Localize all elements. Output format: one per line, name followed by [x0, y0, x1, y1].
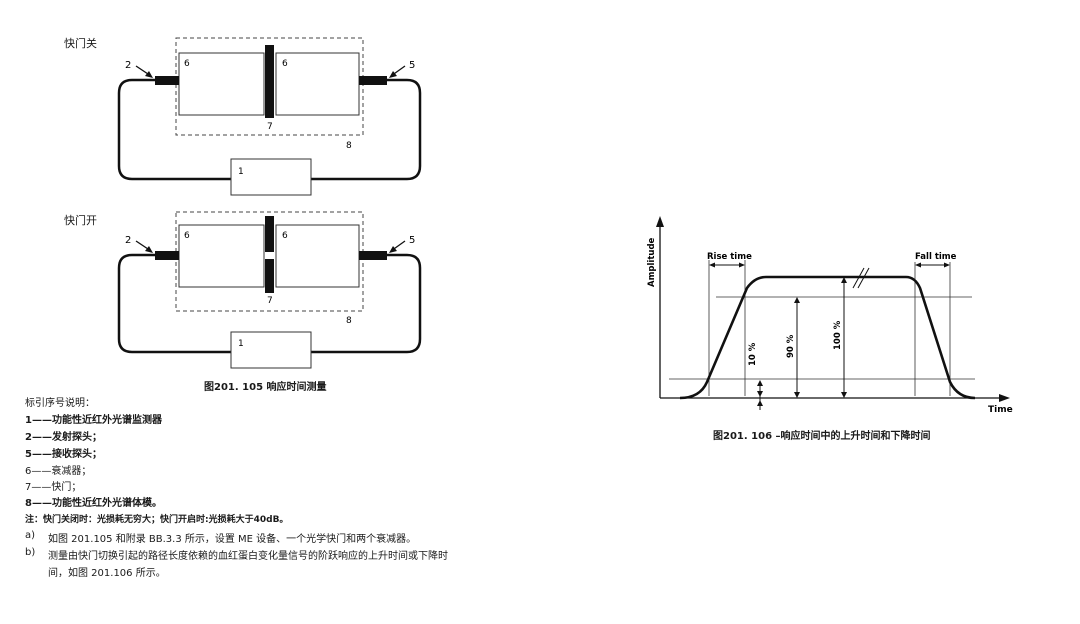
step-label-a: a) [25, 530, 36, 541]
callout-1: 1 [238, 339, 244, 349]
attenuator-right [275, 224, 360, 288]
legend-note: 注：快门关闭时：光损耗无穷大；快门开启时:光损耗大于40dB。 [25, 515, 289, 525]
label-shutter-open: 快门开 [64, 214, 97, 227]
receiver-probe [359, 251, 387, 260]
x-axis-label: Time [988, 405, 1013, 415]
axis-break-mark [852, 267, 865, 289]
attenuator-right [275, 52, 360, 116]
callout-1: 1 [238, 167, 244, 177]
callout-8: 8 [346, 141, 352, 151]
y-axis-label: Amplitude [647, 237, 657, 287]
callout-7: 7 [267, 296, 273, 306]
callout-5: 5 [409, 235, 415, 246]
callout-6-left: 6 [184, 231, 190, 241]
phantom-dashed-box [175, 211, 364, 312]
callout-2: 2 [125, 235, 131, 246]
diagram-shutter-closed: 6 6 7 8 1 2 5 [117, 37, 422, 196]
callout-8: 8 [346, 316, 352, 326]
legend-item: 7——快门； [25, 482, 82, 493]
step-response-curve [679, 275, 976, 400]
figure-105-caption: 图201. 105 响应时间测量 [204, 382, 327, 393]
legend-heading: 标引序号说明： [25, 398, 95, 409]
callout-6-right: 6 [282, 59, 288, 69]
figure-201-106: Amplitude Time Rise time Fall time 10 % … [647, 216, 1013, 415]
callout-7: 7 [267, 122, 273, 132]
figure-106-caption: 图201. 106 –响应时间中的上升时间和下降时间 [713, 431, 931, 442]
label-shutter-closed: 快门关 [64, 37, 97, 50]
callout-2: 2 [125, 60, 131, 71]
fiber-cable [117, 253, 422, 354]
emitter-probe [155, 76, 179, 85]
step-label-b: b) [25, 547, 36, 558]
label-100-percent: 100 % [833, 320, 843, 350]
fall-time-label: Fall time [915, 252, 957, 262]
legend-item: 8——功能性近红外光谱体模。 [25, 498, 162, 509]
step-text-a: 如图 201.105 和附录 BB.3.3 所示，设置 ME 设备、一个光学快门… [48, 534, 417, 545]
emitter-probe [155, 251, 179, 260]
legend-item: 6——衰减器； [25, 466, 92, 477]
y-axis-arrow [656, 216, 664, 227]
fiber-cable [117, 78, 422, 181]
callout-6-right: 6 [282, 231, 288, 241]
monitor-box [230, 331, 312, 369]
callout-5: 5 [409, 60, 415, 71]
legend-item: 5——接收探头； [25, 449, 102, 460]
x-axis-arrow [999, 394, 1010, 402]
rise-time-label: Rise time [707, 252, 752, 262]
step-text-b: 测量由快门切换引起的路径长度依赖的血红蛋白变化量信号的阶跃响应的上升时间或下降时 [48, 551, 448, 562]
receiver-probe [359, 76, 387, 85]
label-90-percent: 90 % [786, 334, 796, 358]
shutter-open-lower [265, 259, 274, 293]
shutter-closed [265, 45, 274, 118]
label-10-percent: 10 % [748, 342, 758, 366]
legend-item: 2——发射探头； [25, 432, 102, 443]
attenuator-left [178, 52, 265, 116]
monitor-box [230, 158, 312, 196]
figure-201-105: 6 6 7 8 1 2 5 6 6 7 8 1 2 5 [117, 37, 422, 369]
step-text-b-cont: 间，如图 201.106 所示。 [48, 568, 166, 579]
legend-item: 1——功能性近红外光谱监测器 [25, 415, 162, 426]
axis-break-mark [857, 267, 870, 289]
shutter-open-upper [265, 216, 274, 252]
callout-6-left: 6 [184, 59, 190, 69]
phantom-dashed-box [175, 37, 364, 136]
diagram-shutter-open: 6 6 7 8 1 2 5 [117, 211, 422, 369]
attenuator-left [178, 224, 265, 288]
